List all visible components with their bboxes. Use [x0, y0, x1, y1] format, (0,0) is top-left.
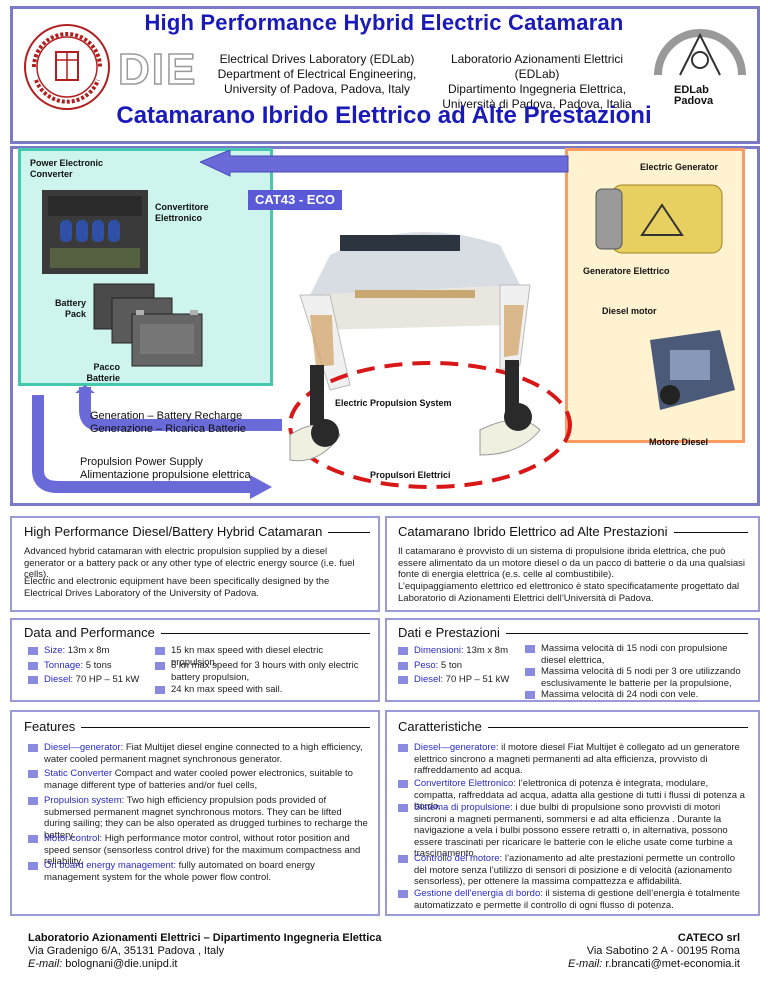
page-title: High Performance Hybrid Electric Catamar… — [144, 10, 624, 35]
affiliation-english: Electrical Drives Laboratory (EDLab) Dep… — [217, 52, 417, 96]
caratteristica-convertitore: Convertitore Elettronico: l’elettronica … — [398, 778, 750, 813]
dati-velocita-diesel: Massima velocità di 15 nodi con propulsi… — [525, 643, 753, 666]
caratteristica-propulsione: Sistema di propulsione: i due bulbi di p… — [398, 802, 750, 860]
battery-pack-photo — [93, 283, 203, 367]
generatore-label: Generatore Elettrico — [583, 266, 670, 276]
dati-section-title: Dati e Prestazioni — [398, 625, 506, 640]
caratteristica-diesel-generatore: Diesel—generatore: il motore diesel Fiat… — [398, 742, 750, 777]
motore-diesel-label: Motore Diesel — [649, 437, 709, 447]
diesel-engine-photo — [650, 330, 735, 410]
it-paragraph-1: Il catamarano è provvisto di un sistema … — [398, 546, 745, 580]
it-section-title: Catamarano Ibrido Elettrico ad Alte Pres… — [398, 524, 674, 539]
feature-static-converter: Static Converter Compact and water coole… — [28, 768, 368, 791]
edlab-logo: EDLab Padova — [650, 20, 750, 110]
caratteristiche-section-frame — [385, 710, 760, 916]
dati-velocita-batterie: Massima velocità di 5 nodi per 3 ore uti… — [525, 666, 753, 689]
footer-left-title: Laboratorio Azionamenti Elettrici – Dipa… — [28, 932, 382, 944]
footer-left-address: Via Gradenigo 6/A, 35131 Padova , Italy — [28, 945, 225, 957]
diesel-motor-label: Diesel motor — [602, 306, 657, 316]
cat43-tag: CAT43 - ECO — [248, 190, 342, 210]
data-speed-diesel: 15 kn max speed with diesel electric pro… — [155, 645, 370, 668]
catamaran-render — [299, 232, 531, 391]
propulsori-label: Propulsori Elettrici — [370, 470, 451, 480]
generation-arrow — [75, 385, 282, 431]
propulsion-pods — [288, 360, 572, 489]
footer-left-email[interactable]: E-mail: bolognani@die.unipd.it — [28, 958, 178, 970]
data-speed-battery: 5 kn max speed for 3 hours with only ele… — [155, 660, 370, 683]
electric-propulsion-label: Electric Propulsion System — [335, 398, 452, 408]
page-subtitle: Catamarano Ibrido Elettrico ad Alte Pres… — [116, 102, 652, 129]
propulsion-supply-arrow — [32, 395, 272, 499]
feature-propulsion-system: Propulsion system: Two high efficiency p… — [28, 795, 368, 841]
die-logo: DIE — [117, 44, 198, 95]
footer-right-email[interactable]: E-mail: r.brancati@met-economia.it — [568, 958, 740, 970]
footer-right-address: Via Sabotino 2 A - 00195 Roma — [586, 945, 740, 957]
data-diesel: Diesel: 70 HP – 51 kW — [28, 674, 148, 686]
feature-motor-control: Motor control: High performance motor co… — [28, 833, 368, 868]
power-flow-arrow-top — [200, 150, 569, 177]
electric-generator-label: Electric Generator — [640, 162, 719, 172]
university-seal-logo — [24, 24, 110, 110]
data-speed-sail: 24 kn max speed with sail. — [155, 684, 370, 696]
caratteristiche-section-title: Caratteristiche — [398, 719, 488, 734]
hp-paragraph-1: Advanced hybrid catamaran with electric … — [24, 546, 355, 580]
features-section-title: Features — [24, 719, 82, 734]
data-tonnage: Tonnage: 5 tons — [28, 660, 148, 672]
footer-right-title: CATECO srl — [677, 932, 740, 944]
data-size: Size: 13m x 8m — [28, 645, 148, 657]
dati-peso: Peso: 5 ton — [398, 660, 523, 672]
feature-energy-management: On board energy management: fully automa… — [28, 860, 368, 883]
caratteristica-controllo-motore: Controllo del motore: l’azionamento ad a… — [398, 853, 750, 888]
affiliation-italian: Laboratorio Azionamenti Elettrici (EDLab… — [442, 52, 632, 111]
it-paragraph-2: L’equipaggiamento elettrico ed elettroni… — [398, 581, 740, 604]
dati-diesel: Diesel: 70 HP – 51 kW — [398, 674, 523, 686]
feature-diesel-generator: Diesel—generator: Fiat Multijet diesel e… — [28, 742, 368, 765]
data-section-title: Data and Performance — [24, 625, 161, 640]
dati-velocita-vele: Massima velocità di 24 nodi con vele. — [525, 689, 753, 701]
hp-paragraph-2: Electric and electronic equipment have b… — [24, 576, 330, 599]
dati-dimensioni: Dimensioni: 13m x 8m — [398, 645, 523, 657]
hp-section-title: High Performance Diesel/Battery Hybrid C… — [24, 524, 329, 539]
generator-photo — [595, 184, 723, 254]
footer-right: CATECO srl Via Sabotino 2 A - 00195 Roma… — [568, 932, 740, 971]
features-section-frame — [10, 710, 380, 916]
header-frame — [10, 6, 760, 144]
footer-left: Laboratorio Azionamenti Elettrici – Dipa… — [28, 932, 382, 971]
caratteristica-gestione-energia: Gestione dell’energia di bordo: il siste… — [398, 888, 750, 911]
converter-photo — [42, 190, 148, 274]
